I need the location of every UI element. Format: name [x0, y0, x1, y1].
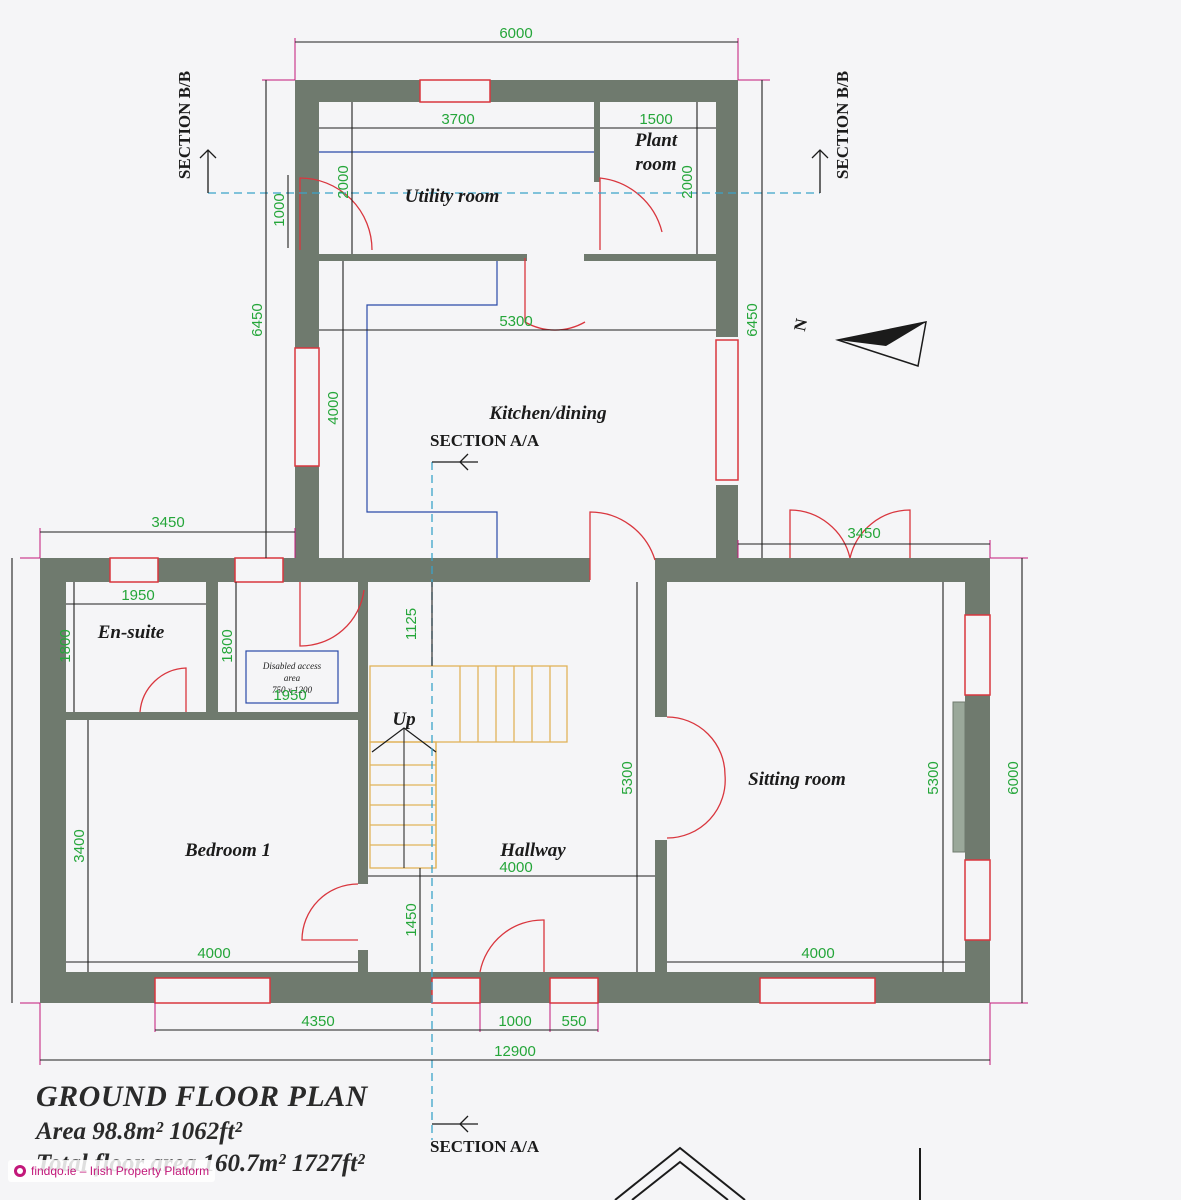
- label-stairs-up: Up: [392, 709, 415, 730]
- windows: [109, 79, 991, 1004]
- staircase: [369, 665, 568, 869]
- label-kitchen-dining: Kitchen/dining: [488, 403, 606, 424]
- dim-ensuite-depth: 1800: [57, 629, 74, 662]
- disabled-access-line1: Disabled access: [262, 661, 322, 671]
- dim-right-depth: 6450: [744, 303, 761, 336]
- globe-icon: [14, 1165, 26, 1177]
- dim-lobby-width: 1950: [273, 687, 306, 704]
- label-plant-room-1: Plant: [634, 130, 678, 151]
- plan-area: Area 98.8m² 1062ft²: [36, 1118, 242, 1145]
- disabled-access-line3: 750 x 1200: [272, 685, 312, 695]
- dimension-lines: [11, 41, 1023, 1061]
- dim-sitting-width: 4000: [801, 945, 834, 962]
- section-aa-top: SECTION A/A: [430, 431, 540, 450]
- watermark-text: findqo.ie – Irish Property Platform: [31, 1164, 210, 1178]
- dim-bedroom-width: 4000: [197, 945, 230, 962]
- section-aa-bottom: SECTION A/A: [430, 1137, 540, 1156]
- window-ensuite: [109, 557, 159, 583]
- dim-lobby-depth: 1800: [219, 629, 236, 662]
- section-markers: [199, 149, 829, 1133]
- plan-title: GROUND FLOOR PLAN: [36, 1080, 368, 1113]
- dim-kitchen-width: 5300: [499, 313, 532, 330]
- dim-ensuite-width: 1950: [121, 587, 154, 604]
- dim-overall-depth: 6000: [1005, 761, 1022, 794]
- dim-hall-width: 4000: [499, 859, 532, 876]
- dim-utility-width: 3700: [441, 111, 474, 128]
- dim-plant-depth: 2000: [679, 165, 696, 198]
- window-sitting-side-top: [964, 614, 991, 696]
- watermark[interactable]: findqo.ie – Irish Property Platform: [8, 1160, 216, 1182]
- disabled-access-box: [245, 650, 339, 704]
- window-lobby: [234, 557, 284, 583]
- dim-left-depth: 6450: [249, 303, 266, 336]
- partial-elevation: [614, 1146, 921, 1200]
- window-hall-left: [431, 977, 481, 1004]
- label-en-suite: En-suite: [97, 622, 165, 643]
- window-kitchen-right: [715, 339, 739, 481]
- dim-hall-depth: 5300: [619, 761, 636, 794]
- label-bedroom-1: Bedroom 1: [184, 840, 271, 861]
- dim-utility-depth: 2000: [335, 165, 352, 198]
- window-hall-right: [549, 977, 599, 1004]
- label-plant-room-2: room: [635, 154, 676, 175]
- window-sitting: [759, 977, 876, 1004]
- window-utility: [419, 79, 491, 103]
- north-label: N: [790, 316, 811, 333]
- label-sitting-room: Sitting room: [748, 769, 846, 790]
- label-utility-room: Utility room: [405, 186, 499, 207]
- dim-overall-width: 12900: [494, 1043, 536, 1060]
- section-bb-right: SECTION B/B: [833, 71, 852, 179]
- label-hallway: Hallway: [499, 840, 566, 861]
- window-kitchen-left: [294, 347, 320, 467]
- dim-hall-top: 1125: [403, 608, 420, 640]
- dim-kitchen-depth: 4000: [325, 391, 342, 424]
- north-arrow: N: [790, 316, 927, 367]
- dim-plant-width: 1500: [639, 111, 672, 128]
- dim-hall-bottom: 1450: [403, 903, 420, 936]
- section-bb-left: SECTION B/B: [175, 71, 194, 179]
- dim-window-side: 1000: [271, 193, 288, 226]
- fireplace: [952, 701, 966, 853]
- dim-seg-c: 550: [561, 1013, 586, 1030]
- extension-lines: [20, 38, 1028, 1065]
- disabled-access-line2: area: [284, 673, 301, 683]
- dim-left-wing: 3450: [151, 514, 184, 531]
- dim-top-width: 6000: [499, 25, 532, 42]
- window-sitting-side-bottom: [964, 859, 991, 941]
- dim-right-wing: 3450: [847, 525, 880, 542]
- dim-bedroom-depth: 3400: [71, 829, 88, 862]
- dim-seg-a: 4350: [301, 1013, 334, 1030]
- window-bedroom: [154, 977, 271, 1004]
- section-lines: [208, 192, 820, 1140]
- dim-sitting-depth: 5300: [925, 761, 942, 794]
- dim-seg-b: 1000: [498, 1013, 531, 1030]
- kitchen-units: [319, 151, 594, 558]
